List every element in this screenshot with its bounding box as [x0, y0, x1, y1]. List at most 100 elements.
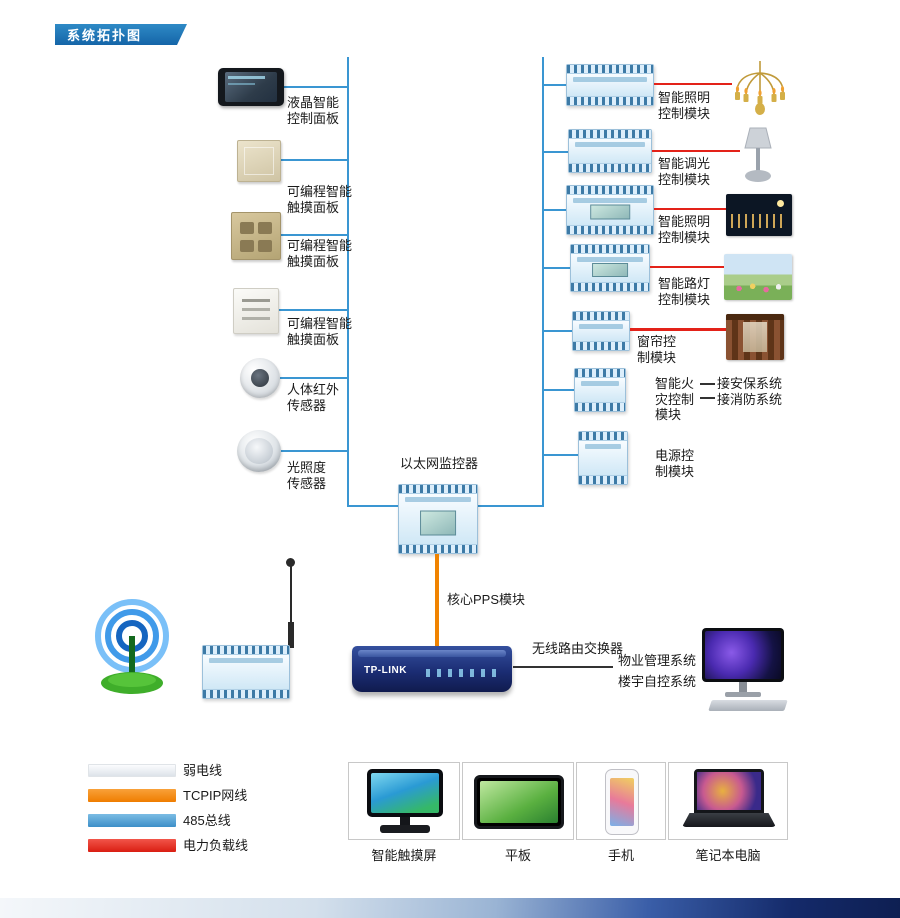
footer-bar	[0, 898, 900, 918]
legend-label-weak-current: 弱电线	[183, 763, 223, 778]
ethernet-monitor	[398, 484, 478, 554]
branch-line-lcd-panel	[284, 86, 347, 88]
module-body	[567, 74, 653, 96]
ethernet-monitor-label: 以太网监控器	[400, 456, 479, 471]
module-terminal-strip	[399, 485, 477, 494]
wireless-gateway-module	[202, 645, 290, 699]
fire-module-label: 智能火 灾控制 模块	[655, 376, 695, 423]
lcd-control-panel	[218, 68, 284, 106]
desktop-monitor	[702, 628, 784, 682]
module-body	[579, 441, 627, 475]
antenna-rod	[290, 566, 292, 648]
touchscreen-monitor	[367, 769, 443, 817]
phone-screen	[610, 778, 634, 826]
table-lamp-icon	[744, 127, 772, 182]
chandelier-image	[730, 58, 790, 116]
module-body	[399, 494, 477, 544]
phone-image	[605, 769, 639, 835]
pir-sensor	[240, 358, 280, 398]
module-terminal-strip	[575, 369, 625, 378]
bottom-box-phone	[576, 762, 666, 840]
branch-line-touch-panel-1	[281, 159, 347, 161]
laptop-base	[682, 813, 776, 827]
light-sensor-label: 光照度 传感器	[287, 460, 327, 491]
module-terminal-strip	[203, 646, 289, 655]
branch-line-light-sensor	[281, 450, 347, 452]
touch-panel-2-label: 可编程智能 触摸面板	[287, 238, 353, 269]
module-terminal-strip	[569, 130, 651, 139]
router-label: 无线路由交换器	[532, 641, 624, 656]
landscape-image	[724, 254, 792, 300]
module-lcd	[592, 263, 628, 278]
legend-swatch-weak-current	[88, 764, 176, 777]
module-terminal-strip	[399, 544, 477, 553]
bottom-box-touchscreen	[348, 762, 460, 840]
touchscreen-label: 智能触摸屏	[371, 848, 437, 863]
module-lcd	[420, 510, 456, 536]
branch-line-module-2	[544, 151, 568, 153]
load-line-night-scene	[654, 208, 728, 210]
touch-panel-1-label: 可编程智能 触摸面板	[287, 184, 353, 215]
tablet-image	[474, 775, 564, 829]
dimming-module-label: 智能调光 控制模块	[658, 156, 711, 187]
module-body	[569, 139, 651, 163]
module-terminal-strip	[571, 245, 649, 254]
right-bus-to-monitor-line	[476, 505, 544, 507]
bottom-box-tablet	[462, 762, 574, 840]
curtain-control-module	[572, 311, 630, 351]
module-terminal-strip	[567, 225, 653, 234]
desktop-screen	[705, 631, 781, 679]
module-terminal-strip	[567, 186, 653, 195]
tablet-label: 平板	[504, 848, 531, 863]
module-terminal-strip	[571, 282, 649, 291]
load-line-lamp	[652, 150, 740, 152]
left-bus-to-monitor-line	[347, 505, 400, 507]
desktop-keyboard	[708, 700, 788, 711]
lcd-panel-label: 液晶智能 控制面板	[287, 95, 340, 126]
router-ports	[426, 669, 500, 677]
lcd-panel-screen	[225, 72, 277, 102]
wireless-router: TP-LINK	[352, 646, 512, 692]
touchscreen-arm	[400, 817, 410, 825]
street-light-module-label: 智能路灯 控制模块	[658, 276, 711, 307]
laptop-label: 笔记本电脑	[695, 848, 761, 863]
module-body	[573, 321, 629, 341]
branch-line-module-6	[544, 389, 574, 391]
laptop-screen	[697, 772, 761, 810]
branch-line-module-1	[544, 84, 566, 86]
wifi-icon	[95, 599, 169, 694]
dimming-control-module	[568, 129, 652, 173]
lighting-control-module-2	[566, 185, 654, 235]
branch-line-module-4	[544, 267, 570, 269]
branch-line-module-7	[544, 454, 578, 456]
lighting-module-2-label: 智能照明 控制模块	[658, 214, 711, 245]
page-title-banner: 系统拓扑图	[55, 24, 187, 45]
desktop-stand	[739, 682, 747, 693]
touch-panel-2	[231, 212, 281, 260]
street-light-control-module	[570, 244, 650, 292]
router-systems-label: 物业管理系统 楼宇自控系统	[618, 653, 697, 689]
module-terminal-strip	[203, 689, 289, 698]
curtain-image	[726, 314, 784, 360]
touch-panel-3-label: 可编程智能 触摸面板	[287, 316, 353, 347]
legend-label-tcpip: TCPIP网线	[183, 788, 248, 803]
antenna-tip	[286, 558, 295, 567]
touchscreen-screen	[371, 773, 439, 813]
fire-control-module	[574, 368, 626, 412]
desktop-computer-image	[698, 628, 792, 714]
module-terminal-strip	[567, 65, 653, 74]
load-line-curtain	[630, 328, 726, 331]
touch-panel-1	[237, 140, 281, 182]
branch-line-touch-panel-2	[281, 234, 347, 236]
module-body	[567, 195, 653, 225]
light-sensor	[237, 430, 281, 472]
power-control-module	[578, 431, 628, 485]
module-body	[203, 655, 289, 689]
module-body	[575, 378, 625, 402]
legend-label-power-load: 电力负载线	[183, 838, 249, 853]
router-link-line	[513, 666, 613, 668]
branch-line-pir-sensor	[280, 377, 347, 379]
module-lcd	[590, 204, 630, 220]
load-line-landscape	[650, 266, 726, 268]
